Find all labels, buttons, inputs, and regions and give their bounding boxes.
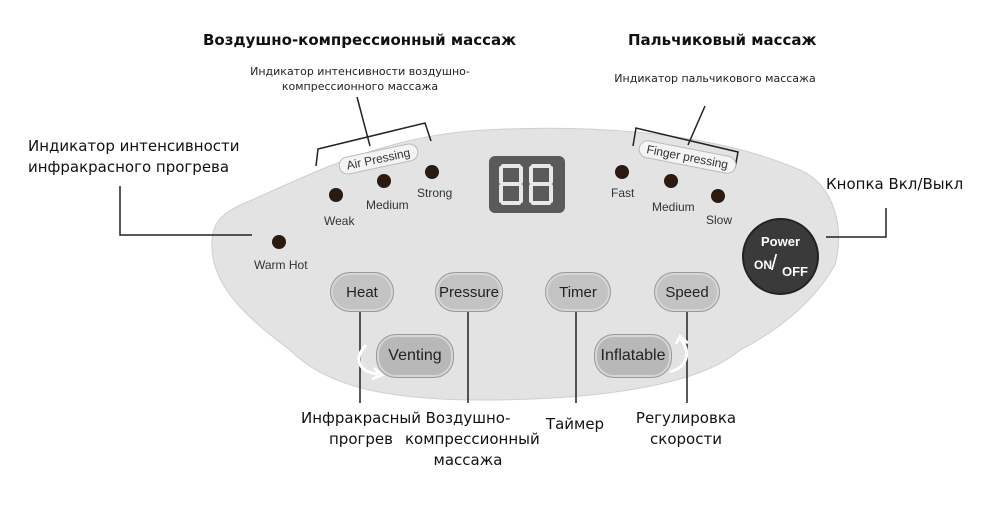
label-warm-hot: Warm Hot: [254, 258, 308, 272]
seven-segment-display-icon: [499, 164, 553, 205]
label-weak: Weak: [324, 214, 355, 228]
led-fast: [615, 165, 629, 179]
heat-button[interactable]: Heat: [330, 272, 394, 312]
inflatable-button[interactable]: Inflatable: [594, 334, 672, 378]
led-medium-finger: [664, 174, 678, 188]
label-slow: Slow: [706, 213, 733, 227]
speed-button[interactable]: Speed: [654, 272, 720, 312]
timer-callout: Таймер: [545, 415, 605, 433]
timer-button[interactable]: Timer: [545, 272, 611, 312]
led-weak: [329, 188, 343, 202]
venting-arrow-icon: [357, 343, 379, 376]
finger-massage-title: Пальчиковый массаж: [628, 31, 817, 49]
heat-callout: Инфракрасный прогрев: [301, 409, 421, 448]
speed-callout: Регулировка скорости: [635, 409, 737, 448]
power-button[interactable]: Power ON / OFF: [742, 218, 819, 295]
finger-bracket: [632, 127, 739, 169]
inflatable-arrow-icon: [669, 337, 689, 374]
air-indicator-note: Индикатор интенсивности воздушно- компре…: [250, 65, 470, 93]
infrared-indicator-callout: Индикатор интенсивности инфракрасного пр…: [28, 137, 240, 176]
label-fast: Fast: [611, 186, 635, 200]
label-medium-finger: Medium: [652, 200, 695, 214]
finger-indicator-note: Индикатор пальчикового массажа: [614, 72, 816, 85]
power-button-callout: Кнопка Вкл/Выкл: [826, 175, 964, 193]
pressure-button[interactable]: Pressure: [435, 272, 503, 312]
timer-display: 88: [489, 156, 565, 213]
air-bracket: [315, 122, 432, 167]
air-massage-title: Воздушно-компрессионный массаж: [203, 31, 517, 49]
pressure-callout: Воздушно- компрессионный массажа: [405, 409, 540, 469]
led-warm-hot: [272, 235, 286, 249]
label-strong: Strong: [417, 186, 453, 200]
led-medium-air: [377, 174, 391, 188]
led-strong: [425, 165, 439, 179]
slash-icon: /: [771, 250, 778, 275]
label-medium-air: Medium: [366, 198, 409, 212]
venting-button[interactable]: Venting: [376, 334, 454, 378]
panel-body: [211, 127, 840, 401]
led-slow: [711, 189, 725, 203]
